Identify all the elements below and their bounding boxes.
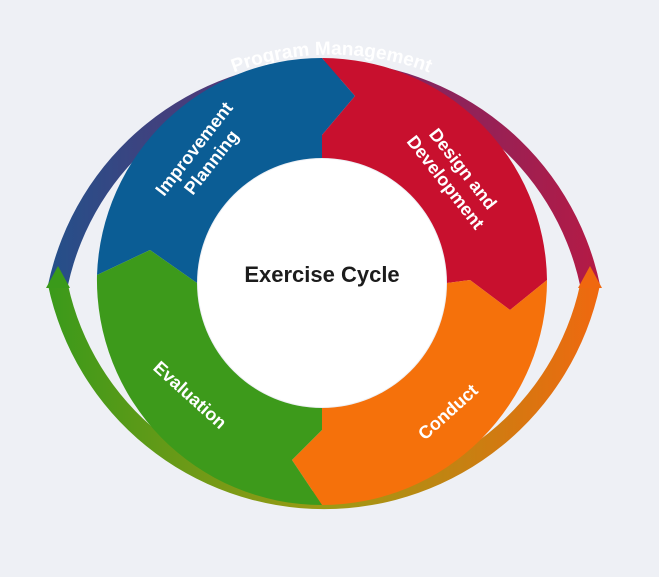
- outer-ring-right-arrow: [578, 266, 602, 288]
- segment-design-development: [322, 58, 547, 310]
- segment-evaluation: [96, 250, 322, 505]
- outer-ring-left-arrow: [46, 266, 70, 288]
- center-disc: [198, 159, 446, 407]
- segment-improvement-planning: [97, 57, 355, 284]
- center-title: Exercise Cycle: [244, 262, 399, 287]
- segment-conduct: [292, 280, 547, 505]
